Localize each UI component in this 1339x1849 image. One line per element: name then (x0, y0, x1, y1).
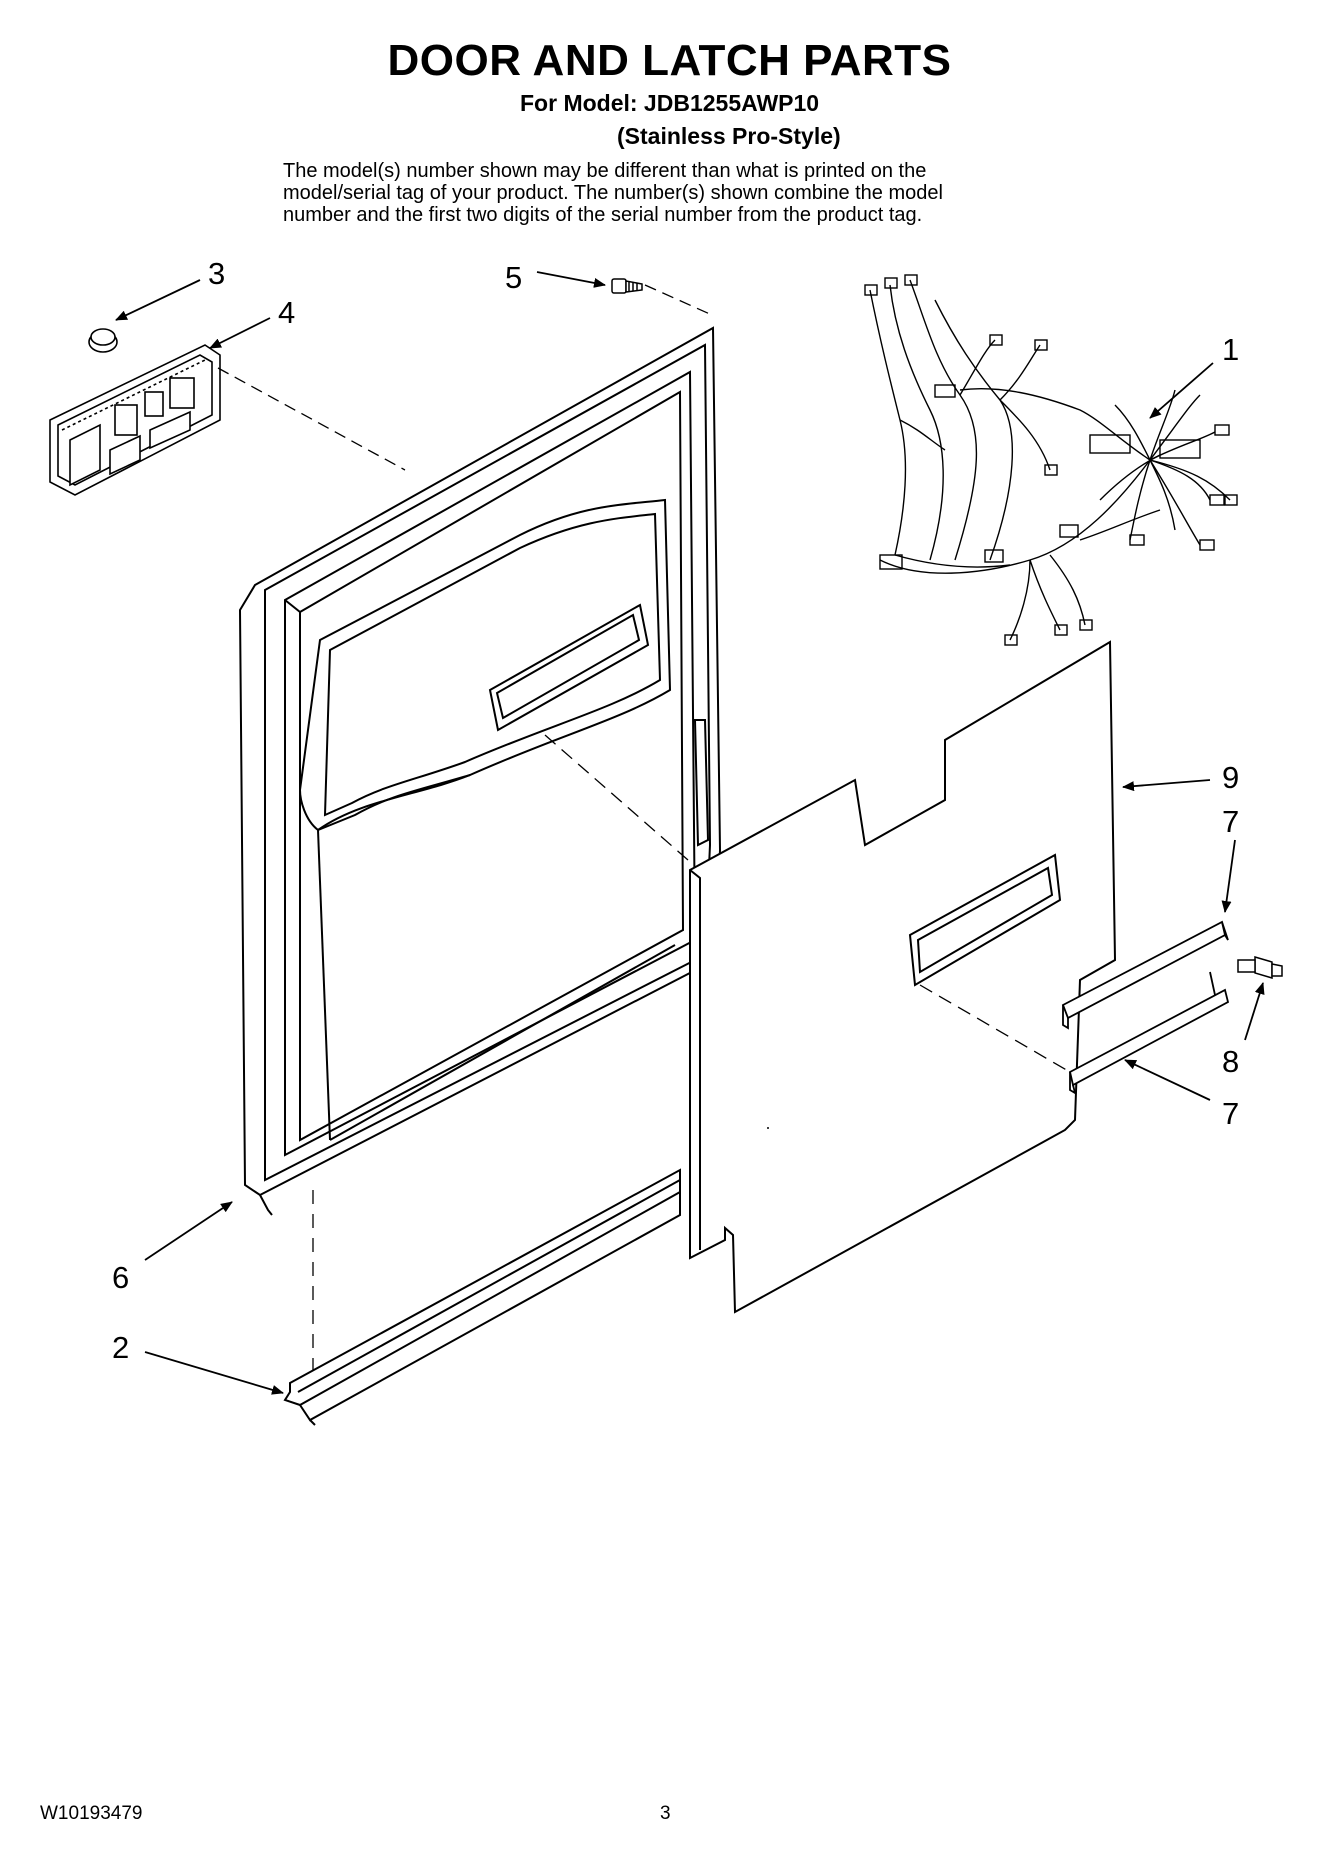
bracket-screw-illustration (1237, 955, 1283, 980)
page-number: 3 (660, 1803, 671, 1824)
callout-number-1: 1 (1222, 332, 1240, 367)
disclaimer-line: model/serial tag of your product. The nu… (283, 182, 943, 204)
callout-arrow-7-top (1221, 839, 1236, 913)
callout-arrow-7-bottom (1124, 1059, 1211, 1101)
button-illustration (88, 328, 118, 353)
callout-number-6: 6 (112, 1260, 130, 1295)
callout-arrow-8 (1244, 982, 1265, 1041)
insulation-panel-illustration (689, 640, 1117, 1314)
variant-line: (Stainless Pro-Style) (617, 123, 841, 149)
stray-dot (767, 1127, 769, 1129)
callout-number-9: 9 (1222, 760, 1240, 795)
callout-number-5: 5 (505, 260, 523, 295)
callout-arrow-6 (144, 1201, 233, 1261)
callout-arrow-9 (1122, 779, 1211, 792)
page-title: DOOR AND LATCH PARTS (387, 36, 952, 85)
inner-door-illustration (238, 326, 722, 1216)
model-line: For Model: JDB1255AWP10 (520, 90, 820, 116)
callout-arrow-3 (115, 279, 201, 321)
callout-number-7-bottom: 7 (1222, 1096, 1240, 1131)
callout-number-8: 8 (1222, 1044, 1240, 1079)
wire-harness-illustration (864, 274, 1238, 646)
disclaimer-line: number and the first two digits of the s… (283, 204, 923, 226)
screw-illustration (611, 278, 643, 294)
disclaimer-text: The model(s) number shown may be differe… (283, 160, 1083, 226)
callout-number-2: 2 (112, 1330, 130, 1365)
document-number: W10193479 (40, 1803, 143, 1824)
door-trim-illustration (283, 1168, 681, 1426)
bracket-illustration (1061, 920, 1230, 1095)
callout-number-7-top: 7 (1222, 804, 1240, 839)
callout-arrow-1 (1149, 362, 1214, 419)
disclaimer-line: The model(s) number shown may be differe… (283, 160, 927, 182)
callout-number-4: 4 (278, 295, 296, 330)
callout-number-3: 3 (208, 256, 226, 291)
callout-arrow-4 (209, 317, 271, 349)
callout-arrows (115, 271, 1265, 1395)
callout-arrow-5 (536, 271, 606, 288)
callout-arrow-2 (144, 1351, 284, 1395)
control-module-illustration (49, 344, 221, 496)
